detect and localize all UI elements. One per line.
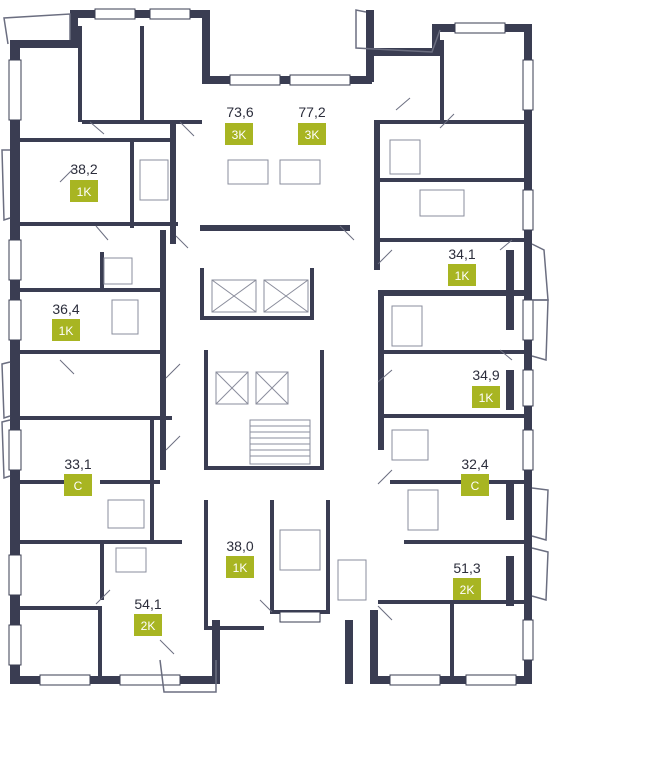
area-text: 77,2: [298, 104, 325, 120]
type-text: 1K: [59, 324, 74, 338]
type-badge: [134, 614, 162, 636]
elevators: [211, 279, 309, 405]
area-text: 33,1: [64, 456, 91, 472]
type-text: С: [471, 479, 480, 493]
type-text: 3K: [305, 128, 320, 142]
type-badge: [226, 556, 254, 578]
label-apt-73-6: 73,6 3K: [225, 104, 254, 145]
type-badge: [453, 578, 481, 600]
area-text: 54,1: [134, 596, 161, 612]
type-badge: [448, 264, 476, 286]
type-badge: [461, 474, 489, 496]
label-apt-33-1: 33,1 С: [64, 456, 92, 496]
windows: [8, 8, 534, 686]
area-text: 38,0: [226, 538, 253, 554]
interior-walls: [12, 26, 524, 676]
balconies: [1, 9, 549, 693]
bathroom-fixtures: [103, 139, 465, 601]
type-text: 1K: [77, 185, 92, 199]
type-badge: [64, 474, 92, 496]
area-text: 34,1: [448, 246, 475, 262]
label-apt-34-9: 34,9 1K: [472, 367, 500, 408]
area-text: 73,6: [226, 104, 253, 120]
type-badge: [52, 319, 80, 341]
staircase: [249, 419, 311, 465]
type-badge: [472, 386, 500, 408]
label-apt-38-0: 38,0 1K: [226, 538, 254, 578]
label-apt-32-4: 32,4 С: [461, 456, 489, 496]
type-badge: [225, 123, 253, 145]
type-text: 1K: [479, 391, 494, 405]
type-text: 1K: [455, 269, 470, 283]
area-text: 34,9: [472, 367, 499, 383]
type-badge: [70, 180, 98, 202]
type-text: 3K: [232, 128, 247, 142]
label-apt-77-2: 77,2 3K: [298, 104, 326, 145]
label-apt-54-1: 54,1 2K: [134, 596, 162, 636]
label-apt-36-4: 36,4 1K: [52, 301, 80, 341]
doors: [59, 97, 513, 655]
type-badge: [298, 123, 326, 145]
area-text: 38,2: [70, 161, 97, 177]
area-text: 32,4: [461, 456, 488, 472]
label-apt-34-1: 34,1 1K: [448, 246, 476, 286]
type-text: 2K: [141, 619, 156, 633]
type-text: С: [74, 479, 83, 493]
area-text: 36,4: [52, 301, 79, 317]
area-text: 51,3: [453, 560, 480, 576]
type-text: 2K: [460, 583, 475, 597]
type-text: 1K: [233, 561, 248, 575]
label-apt-51-3: 51,3 2K: [453, 560, 481, 600]
label-apt-38-2: 38,2 1K: [70, 161, 98, 202]
